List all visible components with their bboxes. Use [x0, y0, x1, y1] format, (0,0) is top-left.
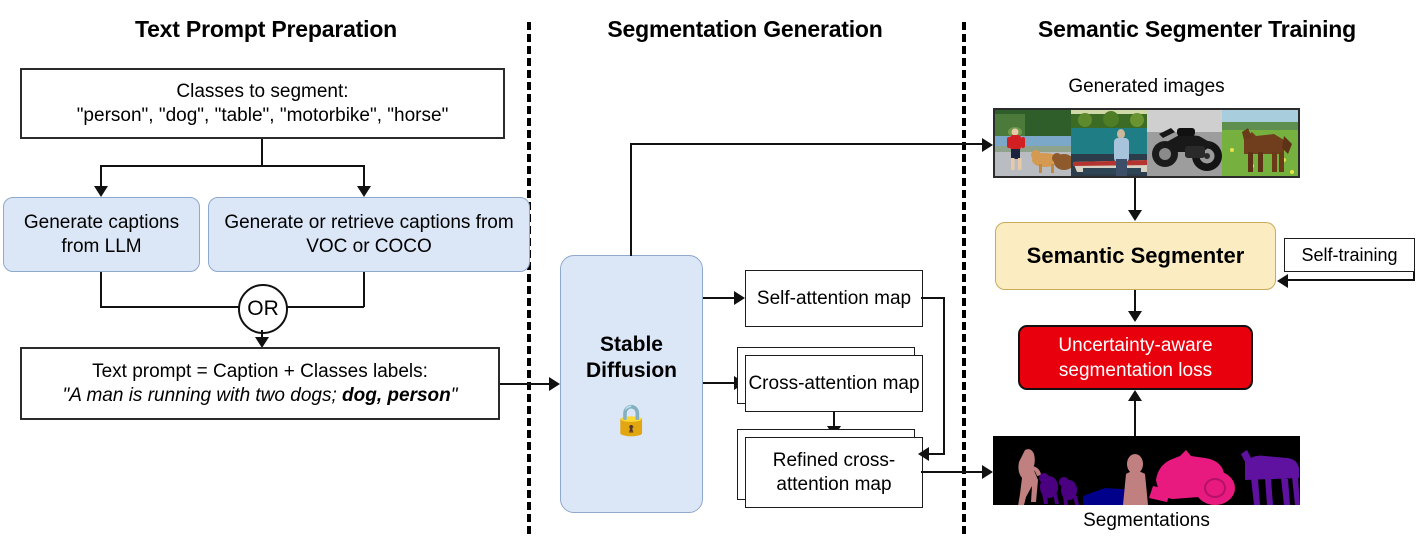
cross-attention-map-label: Cross-attention map: [748, 372, 920, 394]
column-title-semantic-segmenter-training: Semantic Segmenter Training: [1038, 16, 1356, 42]
or-junction: OR: [238, 284, 288, 334]
connector-sd-to-self-attention: [703, 297, 736, 299]
arrowhead-to-semantic-segmenter: [1128, 210, 1142, 221]
refined-cross-attention-map-label: Refined cross-attention map: [772, 449, 896, 495]
connector-or-down: [261, 330, 263, 340]
connector-cross-to-refined: [833, 412, 835, 428]
self-training-label: Self-training: [1301, 245, 1398, 265]
connector-sd-to-generated-images: [630, 143, 985, 145]
segmentations-strip: [993, 436, 1300, 505]
classes-to-segment-box: Classes to segment: "person", "dog", "ta…: [20, 68, 505, 139]
uncertainty-aware-loss-box: Uncertainty-aware segmentation loss: [1018, 325, 1253, 390]
column-title-segmentation-generation: Segmentation Generation: [607, 16, 883, 42]
generate-or-retrieve-captions-label: Generate or retrieve captions from VOC o…: [224, 211, 514, 257]
text-prompt-line-2: "A man is running with two dogs; dog, pe…: [62, 384, 457, 408]
generate-captions-llm-label: Generate captions from LLM: [23, 211, 180, 257]
arrowhead-self-training-to-segmenter: [1277, 274, 1288, 288]
stable-diffusion-label: Stable Diffusion: [586, 333, 677, 382]
uncertainty-aware-loss-label: Uncertainty-aware segmentation loss: [1058, 334, 1213, 381]
connector-segmentations-to-loss: [1134, 401, 1136, 436]
connector-self-attention-into-refined: [926, 453, 945, 455]
generate-captions-from-llm-box: Generate captions from LLM: [3, 197, 200, 272]
generated-image-person-boat: [1070, 110, 1147, 176]
generated-image-horse: [1222, 110, 1298, 176]
connector-branch-left-down: [100, 165, 102, 186]
arrowhead-to-segmentations: [982, 465, 993, 479]
semantic-segmenter-label: Semantic Segmenter: [1026, 243, 1245, 268]
column-title-text-prompt-preparation: Text Prompt Preparation: [134, 16, 398, 42]
generated-image-motorbike: [1146, 110, 1223, 176]
arrowhead-to-generated-images: [982, 138, 993, 152]
refined-cross-attention-map-box: Refined cross-attention map: [745, 437, 923, 508]
connector-branch-right-down: [363, 165, 365, 186]
divider-right: [962, 22, 966, 534]
connector-segmenter-to-loss: [1134, 290, 1136, 312]
arrowhead-to-stable-diffusion: [549, 377, 560, 391]
generate-or-retrieve-captions-box: Generate or retrieve captions from VOC o…: [208, 197, 530, 272]
connector-self-training-left: [1288, 279, 1415, 281]
generated-images-label: Generated images: [1068, 76, 1225, 97]
prompt-quote-end: ": [450, 384, 458, 406]
connector-voc-down: [363, 272, 365, 307]
connector-sd-top-up: [630, 144, 632, 256]
segmentations-label: Segmentations: [1083, 510, 1210, 531]
connector-prompt-to-sd: [500, 383, 550, 385]
connector-llm-down: [100, 272, 102, 307]
self-attention-map-box: Self-attention map: [745, 270, 923, 327]
generated-images-strip: [993, 108, 1300, 178]
connector-self-attention-right: [921, 297, 945, 299]
arrowhead-to-llm-box: [94, 186, 108, 197]
arrowhead-to-prompt-box: [255, 337, 269, 348]
prompt-classes-part: dog, person: [342, 384, 451, 406]
divider-left: [527, 22, 531, 534]
connector-self-attention-down: [943, 297, 945, 454]
prompt-caption-part: "A man is running with two dogs;: [62, 384, 343, 406]
connector-or-horizontal: [100, 306, 364, 308]
or-label: OR: [247, 297, 279, 320]
arrowhead-self-attention-to-refined: [918, 447, 929, 461]
arrowhead-to-loss: [1128, 311, 1142, 322]
connector-images-to-segmenter: [1134, 178, 1136, 212]
arrowhead-to-voc-box: [357, 186, 371, 197]
arrowhead-to-self-attention: [734, 291, 745, 305]
connector-classes-down: [261, 139, 263, 166]
self-attention-map-label: Self-attention map: [756, 287, 912, 309]
connector-sd-to-cross-attention: [703, 382, 736, 384]
classes-line-2: "person", "dog", "table", "motorbike", "…: [76, 104, 449, 126]
stable-diffusion-box: Stable Diffusion 🔒: [560, 255, 703, 513]
lock-icon: 🔒: [612, 404, 651, 437]
cross-attention-map-box: Cross-attention map: [745, 355, 923, 412]
text-prompt-line-1: Text prompt = Caption + Classes labels:: [92, 360, 428, 382]
connector-branch-horizontal: [100, 165, 364, 167]
connector-refined-to-segmentations: [921, 471, 984, 473]
generated-image-person-dogs: [995, 110, 1071, 176]
self-training-box: Self-training: [1284, 238, 1415, 272]
connector-self-training-down: [1413, 272, 1415, 281]
text-prompt-box: Text prompt = Caption + Classes labels: …: [20, 347, 500, 420]
arrowhead-segmentations-to-loss: [1128, 390, 1142, 401]
classes-line-1: Classes to segment:: [176, 80, 349, 102]
semantic-segmenter-box: Semantic Segmenter: [995, 222, 1276, 290]
